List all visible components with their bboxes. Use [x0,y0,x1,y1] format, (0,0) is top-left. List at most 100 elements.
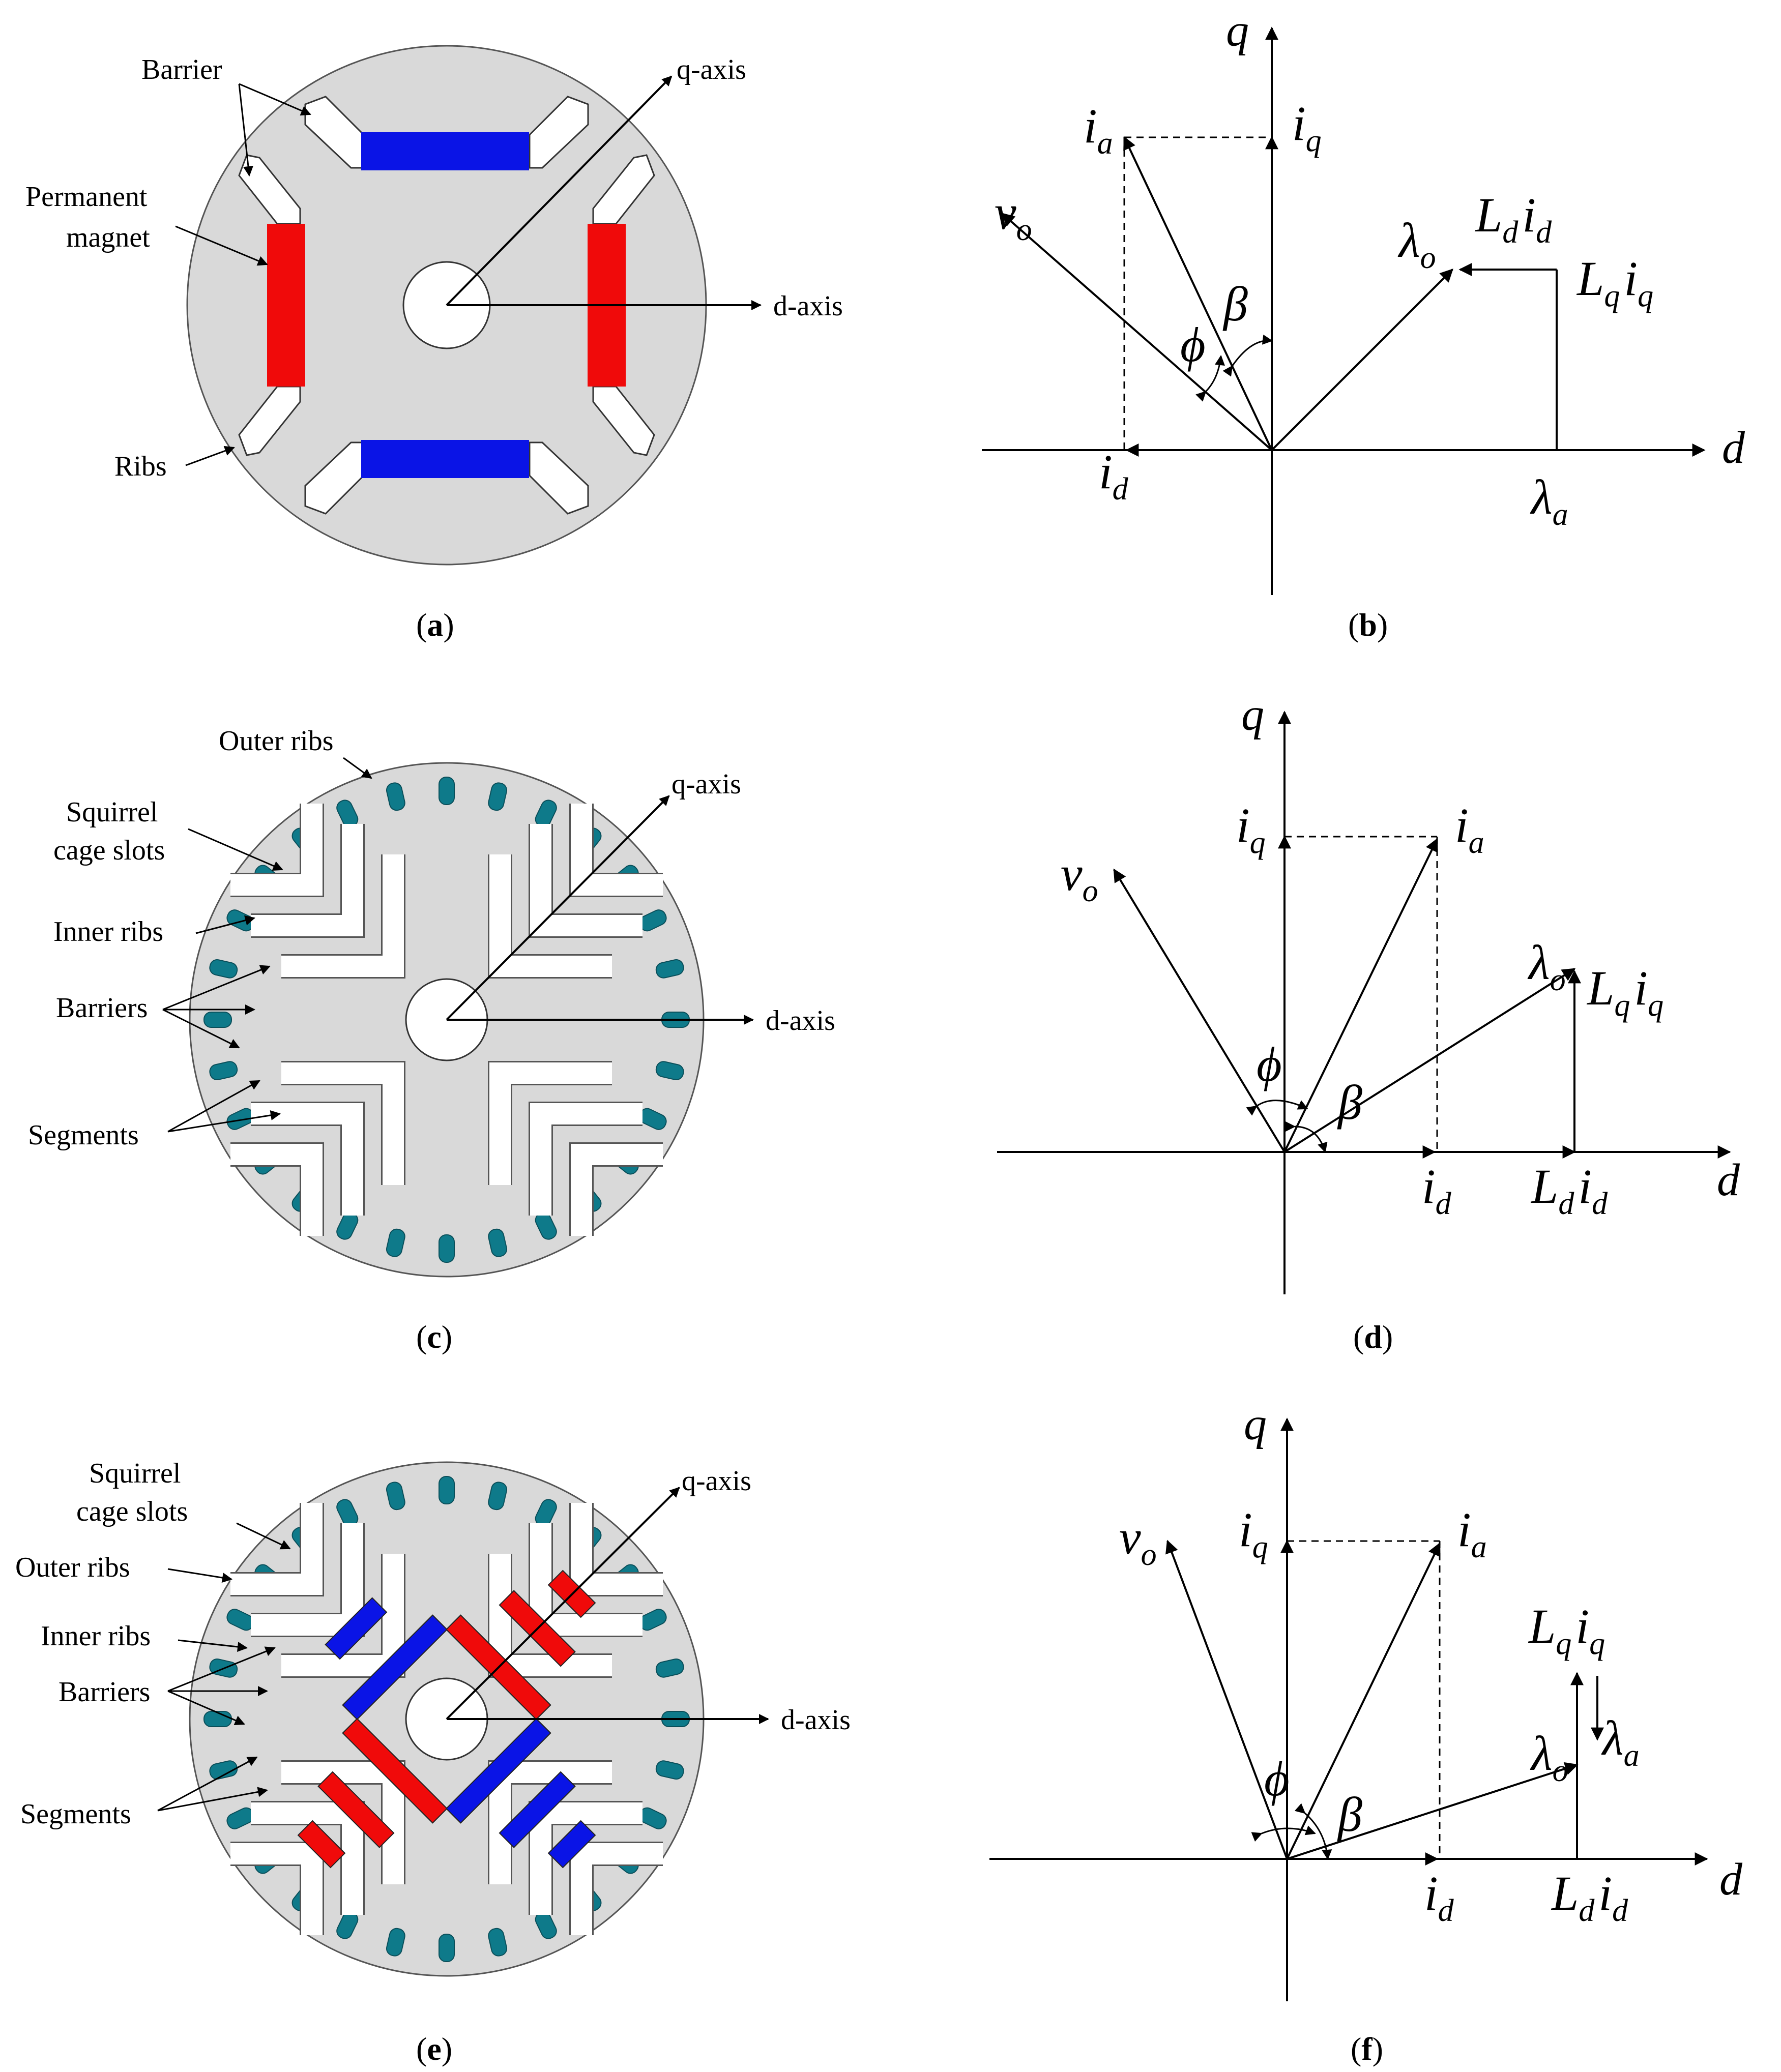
panel-a: q-axis d-axis Barrier Permanent magnet R… [25,45,843,643]
beta-label: β [1337,1075,1362,1130]
barrier [530,1103,643,1216]
ia-vector [1283,838,1438,1152]
Lqiq-label: Lqiq [1576,251,1653,313]
inner-ribs-pointer [178,1639,248,1652]
vo-label: vo [1061,846,1098,908]
iq-label: iq [1239,1502,1268,1564]
barrier [251,824,363,936]
q-axis-label: q-axis [671,768,741,800]
beta-label: β [1337,1787,1362,1842]
magnet [342,1718,448,1824]
beta-arc [1285,1121,1328,1153]
magnet [547,1820,596,1869]
barriers-label: Barriers [59,1676,150,1708]
segments-label: Segments [28,1119,139,1151]
Ldid-label: Ldid [1474,188,1552,250]
cage-slot [488,1928,508,1957]
phi-label: ϕ [1264,1752,1290,1806]
squirrel-label-2: cage slots [76,1496,188,1527]
q-axis-label: q-axis [682,1465,751,1497]
panel-c: q-axis d-axis Outer ribs Squirrel cage s… [28,725,835,1355]
id-label: id [1099,445,1129,507]
q-axis-label: q-axis [677,54,746,85]
caption-f: (f) [1351,2031,1383,2067]
cage-slot [203,1012,232,1028]
magnet [342,1614,448,1721]
magnet-bottom [361,440,529,478]
vo-label: vo [995,185,1032,247]
vo-vector [1001,213,1273,451]
magnet [445,1718,551,1824]
lambda-a-label: λa [1530,470,1568,532]
phi-arc [1246,1100,1308,1116]
beta-arc [1222,334,1273,377]
d-axis-label: d-axis [773,290,843,322]
d-axis-label: d-axis [781,1704,851,1736]
outer-ribs-pointer [343,757,372,779]
d-axis-label: d-axis [766,1005,835,1037]
barrier-label: Barrier [141,54,222,85]
barrier [251,1103,363,1216]
phi-arc [1195,355,1225,402]
outer-ribs-pointer [167,1568,232,1583]
permanent-magnets [297,1570,596,1869]
lambda-o-label: λo [1530,1726,1568,1788]
Lqiq-label: Lqiq [1528,1599,1605,1661]
ia-vector [1123,136,1273,451]
barriers-pointer-1 [162,965,271,1011]
barrier [281,1062,404,1185]
squirrel-cage-slots [203,777,690,1263]
panel-e: q-axis d-axis Squirrel cage slots Outer … [15,1458,851,2067]
id-label: id [1424,1866,1454,1928]
barrier-pointer-2 [238,83,253,176]
inner-ribs-label: Inner ribs [53,916,163,948]
vo-label: vo [1119,1510,1157,1572]
squirrel-label-2: cage slots [53,835,165,866]
panel-b: q d ia iq id vo λo λa Ldid Lqiq β ϕ (b) [982,6,1745,643]
cage-slot [655,959,684,979]
magnet [325,1597,388,1660]
outer-ribs-label: Outer ribs [219,725,334,757]
phi-label: ϕ [1257,1037,1282,1091]
beta-label: β [1222,277,1248,331]
barrier-pointer-1 [239,83,311,116]
barrier [281,854,404,977]
phi-arc [1251,1825,1316,1842]
cage-slot [203,1711,232,1727]
ribs-pointer [185,446,235,466]
d-axis-symbol: d [1722,423,1745,473]
iq-label: iq [1292,96,1322,158]
cage-slot [209,959,238,979]
id-label: id [1422,1159,1452,1221]
ia-label: ia [1457,1502,1487,1564]
flux-barriers [230,804,663,1236]
caption-c: (c) [416,1319,452,1355]
cage-slot [655,1760,684,1780]
cage-slot [386,1928,405,1957]
cage-slot [488,1482,508,1511]
barriers-pointer-3 [162,1009,240,1049]
magnet-left [267,224,305,387]
magnet [317,1771,395,1848]
lambda-o-vector [1283,968,1576,1153]
Ldid-label: Ldid [1551,1866,1628,1928]
caption-e: (e) [416,2031,452,2067]
cage-slot [209,1760,238,1780]
caption-a: (a) [416,607,454,643]
cage-slot [439,777,455,805]
segments-pointer-1 [157,1756,258,1812]
barrier [230,804,323,896]
barrier [571,1843,663,1935]
cage-slot [386,782,405,811]
barriers-pointer-1 [167,1646,276,1692]
vo-vector [1165,1540,1288,1859]
barriers-label: Barriers [56,992,148,1024]
Ldid-label: Ldid [1530,1159,1608,1221]
cage-slot [655,1061,684,1081]
squirrel-pointer [236,1522,291,1550]
phi-label: ϕ [1180,317,1206,372]
ia-vector [1286,1542,1441,1859]
barrier [571,1144,663,1236]
permanent-magnet-label-1: Permanent [25,181,148,213]
